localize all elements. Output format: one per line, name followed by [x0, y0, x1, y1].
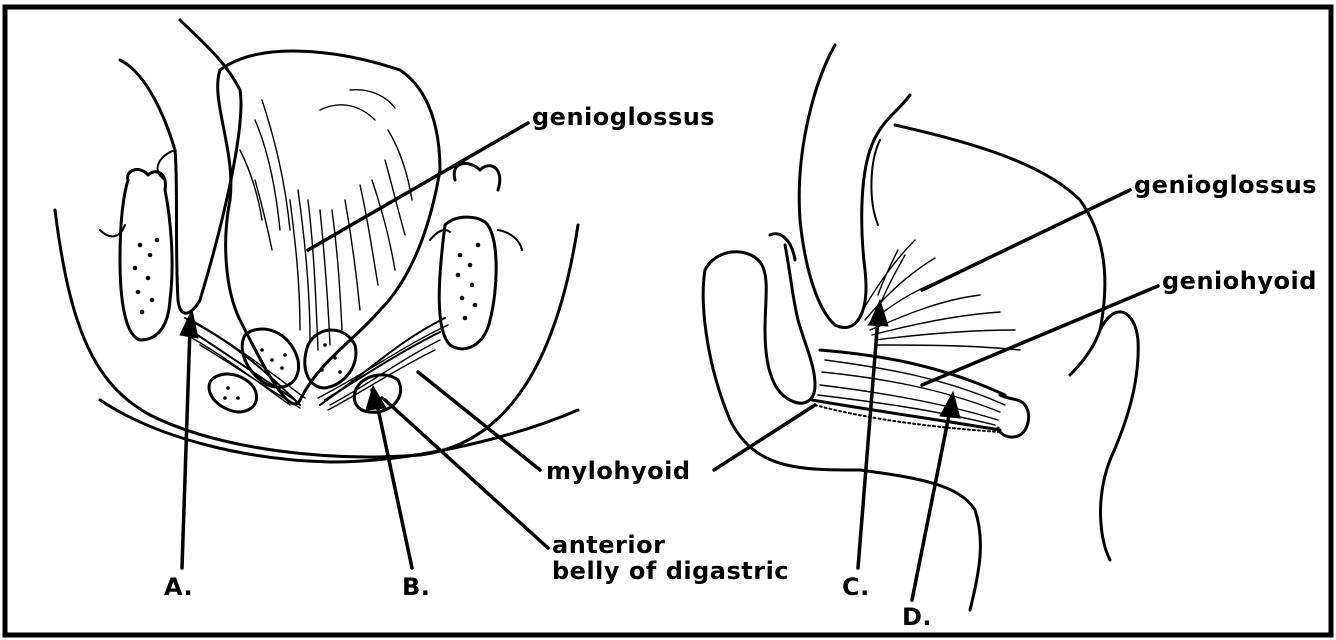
label-genioglossus-left: genioglossus [532, 104, 715, 130]
leader-genioglossus-left [308, 123, 528, 250]
incisor-lower [770, 234, 795, 260]
right-tooth [439, 217, 496, 349]
marker-b: B. [402, 574, 430, 600]
genioglossus-fibers-left [240, 90, 412, 350]
right-tooth-crown [454, 163, 500, 190]
label-anterior: anterior [552, 532, 665, 558]
neck-outline [860, 470, 980, 610]
upper-lip [799, 45, 870, 328]
arrow-d-shaft [912, 410, 950, 600]
arrow-a-shaft [182, 328, 190, 568]
upper-lip-top [870, 95, 910, 150]
leader-geniohyoid [922, 286, 1158, 385]
label-genioglossus-right: genioglossus [1134, 172, 1317, 198]
marker-d: D. [902, 604, 932, 630]
right-small-curve [430, 230, 450, 240]
label-mylohyoid: mylohyoid [546, 458, 691, 484]
marker-a: A. [164, 574, 193, 600]
mandible-lower [703, 270, 860, 470]
arrow-b-shaft [377, 404, 412, 568]
label-belly-of-digastric: belly of digastric [552, 558, 789, 584]
marker-c: C. [842, 574, 870, 600]
leader-mylohyoid-left [418, 372, 540, 470]
leader-anterior-belly [385, 400, 548, 548]
left-cheek-curl [158, 150, 175, 180]
left-tooth [120, 170, 172, 340]
upper-lip-inner [871, 140, 880, 225]
genioglossus-fibers-right [860, 240, 1020, 350]
label-geniohyoid: geniohyoid [1162, 268, 1317, 294]
right-tooth-pits [456, 243, 481, 321]
tongue-dorsum [895, 125, 1105, 330]
right-cheek-curl [498, 230, 522, 250]
right-view-drawing [703, 45, 1138, 610]
left-tooth-pits [133, 238, 160, 315]
arrow-a-head [180, 310, 198, 338]
left-view-drawing [55, 20, 578, 462]
mandible-symphysis [705, 245, 815, 403]
hyoid-bone [998, 395, 1029, 437]
epiglottis [1070, 330, 1100, 375]
left-cheek-line [120, 60, 175, 150]
pharynx-outline [1100, 312, 1138, 560]
